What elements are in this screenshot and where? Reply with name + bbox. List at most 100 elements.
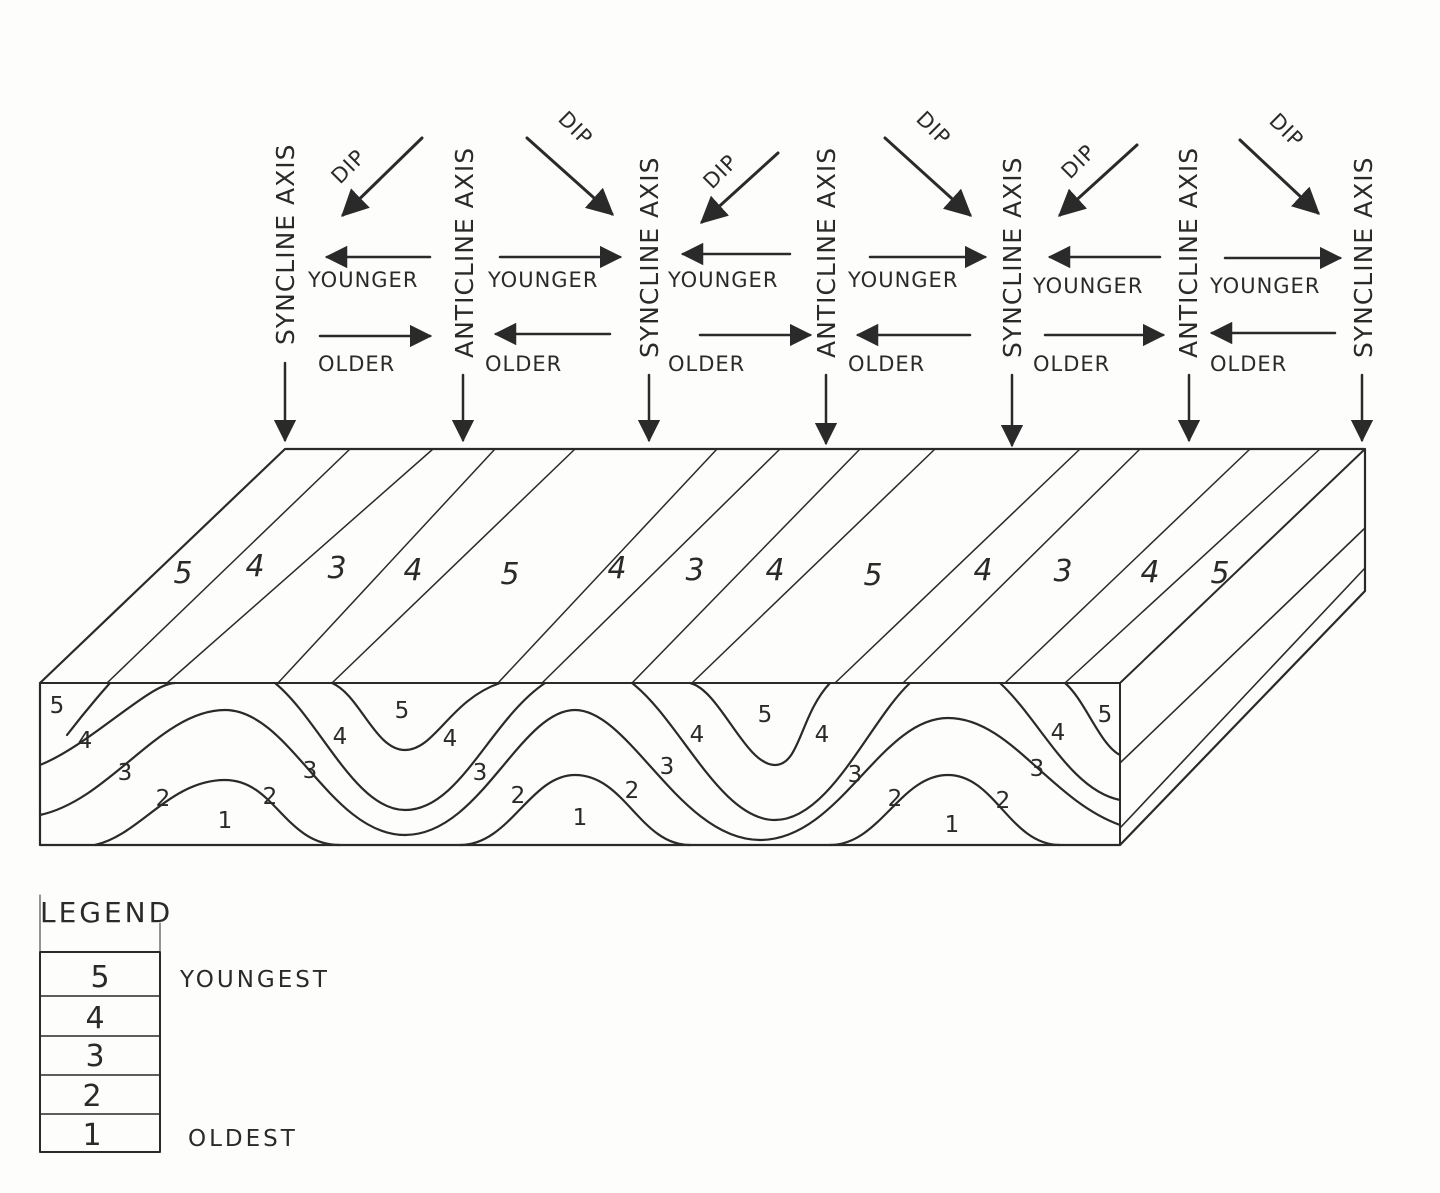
younger-label: YOUNGER bbox=[667, 268, 778, 292]
side-face-contact bbox=[1119, 527, 1366, 764]
dip-label: DIP bbox=[553, 107, 597, 151]
anticline-axis-1: ANTICLINE AXIS bbox=[450, 147, 479, 443]
front-bed-label: 4 bbox=[78, 728, 93, 754]
limb-5: DIP YOUNGER OLDER bbox=[1032, 140, 1166, 376]
top-surface-labels: 5 4 3 4 5 4 3 4 5 4 3 4 5 bbox=[173, 549, 1229, 593]
dip-arrow bbox=[883, 136, 973, 217]
front-bed-label: 3 bbox=[118, 760, 133, 786]
anticline-axis-3: ANTICLINE AXIS bbox=[1174, 147, 1203, 443]
legend-unit-1: 1 bbox=[82, 1118, 101, 1153]
front-bed-label: 4 bbox=[333, 724, 348, 750]
top-bed-label: 3 bbox=[685, 553, 704, 588]
axis-label: ANTICLINE AXIS bbox=[812, 147, 841, 358]
front-bed-label: 2 bbox=[625, 778, 640, 804]
front-bed-label: 1 bbox=[218, 808, 233, 834]
top-bed-label: 5 bbox=[1210, 556, 1229, 591]
front-bed-label: 2 bbox=[888, 786, 903, 812]
dip-arrow bbox=[525, 136, 615, 216]
top-bed-label: 4 bbox=[245, 549, 264, 584]
front-bed-label: 5 bbox=[395, 698, 410, 724]
axis-label: SYNCLINE AXIS bbox=[635, 156, 664, 358]
dip-label: DIP bbox=[1057, 140, 1101, 184]
top-bed-label: 4 bbox=[1140, 555, 1159, 590]
axis-label: ANTICLINE AXIS bbox=[1174, 147, 1203, 358]
dip-arrow bbox=[1238, 138, 1320, 215]
block-outline bbox=[38, 447, 1367, 847]
anticline-axis-2: ANTICLINE AXIS bbox=[812, 147, 841, 446]
legend-title: LEGEND bbox=[40, 896, 173, 929]
older-label: OLDER bbox=[1210, 352, 1287, 376]
legend-youngest: YOUNGEST bbox=[179, 967, 330, 993]
limb-2: DIP YOUNGER OLDER bbox=[485, 107, 623, 376]
syncline-axis-1: SYNCLINE AXIS bbox=[271, 143, 300, 443]
front-bed-label: 4 bbox=[443, 726, 458, 752]
dip-arrow bbox=[700, 151, 780, 224]
older-label: OLDER bbox=[848, 352, 925, 376]
front-bed-label: 5 bbox=[50, 693, 65, 719]
front-bed-label: 2 bbox=[511, 783, 526, 809]
younger-label: YOUNGER bbox=[847, 268, 958, 292]
block-diagram bbox=[38, 447, 1367, 847]
front-bed-label: 4 bbox=[815, 722, 830, 748]
legend-oldest: OLDEST bbox=[188, 1126, 298, 1152]
younger-label: YOUNGER bbox=[307, 268, 418, 292]
top-bed-label: 4 bbox=[403, 553, 422, 588]
dip-label: DIP bbox=[327, 145, 371, 189]
front-bed-label: 2 bbox=[263, 784, 278, 810]
top-bed-label: 3 bbox=[327, 551, 346, 586]
front-bed-label: 5 bbox=[1098, 702, 1113, 728]
front-bed-label: 4 bbox=[1051, 720, 1066, 746]
syncline-axis-2: SYNCLINE AXIS bbox=[635, 156, 664, 443]
axis-label: SYNCLINE AXIS bbox=[998, 156, 1027, 358]
limb-3: DIP YOUNGER OLDER bbox=[667, 150, 813, 376]
dip-label: DIP bbox=[699, 150, 743, 194]
legend-unit-3: 3 bbox=[85, 1039, 104, 1074]
dip-label: DIP bbox=[1264, 109, 1308, 153]
top-bed-label: 5 bbox=[173, 556, 192, 591]
younger-label: YOUNGER bbox=[1032, 274, 1143, 298]
legend-unit-5: 5 bbox=[90, 960, 109, 995]
limb-annotations: DIP YOUNGER OLDER DIP YOUNGER OLDER DIP … bbox=[307, 107, 1343, 376]
front-face-contacts bbox=[38, 681, 1122, 847]
limb-4: DIP YOUNGER OLDER bbox=[847, 107, 988, 376]
older-label: OLDER bbox=[485, 352, 562, 376]
syncline-axis-4: SYNCLINE AXIS bbox=[1349, 156, 1378, 443]
front-bed-label: 1 bbox=[945, 812, 960, 838]
syncline-axis-3: SYNCLINE AXIS bbox=[998, 156, 1027, 448]
older-label: OLDER bbox=[668, 352, 745, 376]
axis-label: ANTICLINE AXIS bbox=[450, 147, 479, 358]
front-bed-label: 4 bbox=[690, 722, 705, 748]
top-surface-contacts bbox=[106, 448, 1321, 684]
front-bed-label: 3 bbox=[848, 762, 863, 788]
top-bed-label: 4 bbox=[607, 551, 626, 586]
front-bed-label: 3 bbox=[1030, 756, 1045, 782]
axis-label: SYNCLINE AXIS bbox=[1349, 156, 1378, 358]
top-bed-label: 5 bbox=[863, 558, 882, 593]
legend-box bbox=[39, 951, 161, 1153]
axis-label: SYNCLINE AXIS bbox=[271, 143, 300, 345]
fold-axes: SYNCLINE AXIS ANTICLINE AXIS SYNCLINE AX… bbox=[271, 143, 1378, 448]
legend: LEGEND 5 4 3 2 1 YOUNGEST OLDEST bbox=[39, 894, 330, 1153]
top-bed-label: 3 bbox=[1053, 554, 1072, 589]
front-bed-label: 5 bbox=[758, 702, 773, 728]
front-bed-label: 1 bbox=[573, 805, 588, 831]
limb-6: DIP YOUNGER OLDER bbox=[1209, 109, 1343, 376]
front-bed-label: 3 bbox=[473, 760, 488, 786]
block-right-front-edge bbox=[1119, 448, 1366, 684]
limb-1: DIP YOUNGER OLDER bbox=[307, 136, 433, 376]
younger-label: YOUNGER bbox=[1209, 274, 1320, 298]
side-face-contact bbox=[1119, 567, 1366, 829]
dip-label: DIP bbox=[911, 107, 955, 151]
top-bed-label: 5 bbox=[500, 557, 519, 592]
front-bed-label: 3 bbox=[660, 754, 675, 780]
older-label: OLDER bbox=[318, 352, 395, 376]
front-bed-label: 3 bbox=[303, 758, 318, 784]
younger-label: YOUNGER bbox=[487, 268, 598, 292]
top-bed-label: 4 bbox=[765, 553, 784, 588]
dip-arrow bbox=[341, 136, 424, 217]
older-label: OLDER bbox=[1033, 352, 1110, 376]
top-bed-label: 4 bbox=[973, 553, 992, 588]
dip-arrow bbox=[1058, 143, 1139, 217]
